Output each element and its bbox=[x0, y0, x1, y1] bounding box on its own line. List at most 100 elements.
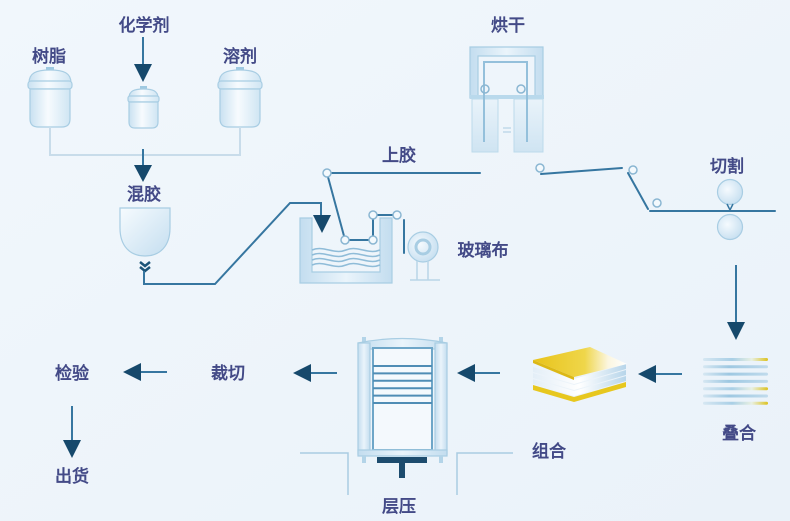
glue-wave bbox=[311, 257, 381, 263]
glue-feed-arrow-head bbox=[313, 215, 331, 233]
label-trimming: 裁切 bbox=[211, 363, 245, 384]
press-ram-stem bbox=[399, 463, 405, 478]
tank-dome bbox=[218, 69, 262, 84]
cutter-blade bbox=[726, 203, 734, 212]
glue-wave bbox=[311, 252, 381, 258]
guide-roller bbox=[628, 165, 638, 175]
label-drying: 烘干 bbox=[491, 15, 525, 36]
cloth-roll-core bbox=[414, 238, 432, 256]
label-gluing: 上胶 bbox=[382, 145, 416, 166]
book-sheet bbox=[533, 376, 626, 396]
tank-band bbox=[27, 80, 73, 90]
web-drop bbox=[627, 172, 649, 210]
guide-roller bbox=[392, 210, 402, 220]
glass-cloth-roll bbox=[407, 231, 440, 281]
mixing-vessel bbox=[119, 207, 171, 257]
press-ram-plate bbox=[377, 457, 427, 463]
tank-nozzle bbox=[140, 86, 147, 89]
solvent-tank bbox=[217, 67, 263, 128]
drying-oven bbox=[469, 46, 544, 153]
press-bottom-beam bbox=[357, 449, 448, 457]
tank-body bbox=[128, 101, 159, 129]
copper-foil-layer bbox=[703, 401, 768, 405]
arrow-head bbox=[134, 64, 152, 82]
arrow-head bbox=[63, 440, 81, 458]
arrow-lamination-to-trimming bbox=[293, 364, 337, 382]
prepreg-layer bbox=[703, 394, 768, 398]
tank-connector-pipe bbox=[49, 127, 241, 156]
resin-tank bbox=[27, 67, 73, 128]
arrow-head bbox=[293, 364, 311, 382]
cloth-roll-outer bbox=[407, 231, 439, 263]
glue-wave bbox=[311, 262, 381, 268]
book-top-edge bbox=[533, 360, 574, 380]
arrow-assembly-to-lamination bbox=[457, 364, 500, 382]
guide-roller bbox=[340, 235, 350, 245]
arrow-head bbox=[134, 165, 152, 182]
book-bottom-copper bbox=[533, 382, 626, 402]
arrow-head bbox=[123, 363, 141, 381]
chemical-tank bbox=[127, 86, 160, 129]
book-top-copper bbox=[533, 347, 627, 377]
guide-roller bbox=[368, 235, 378, 245]
press-post-right bbox=[434, 342, 448, 455]
label-mixing: 混胶 bbox=[127, 184, 161, 205]
press-pit-right bbox=[456, 452, 513, 495]
arrow-head bbox=[727, 322, 745, 340]
prepreg-layer bbox=[703, 372, 768, 376]
glue-waves bbox=[311, 247, 381, 268]
label-lamination: 层压 bbox=[382, 497, 416, 517]
lamination-press bbox=[357, 337, 448, 478]
label-cutting: 切割 bbox=[710, 156, 744, 177]
press-knob bbox=[439, 337, 443, 343]
arrow-stacking-to-assembly bbox=[638, 365, 682, 383]
oven-chamber-right bbox=[513, 98, 544, 153]
glue-feed-pipe bbox=[143, 202, 322, 285]
label-inspection: 检验 bbox=[55, 363, 90, 384]
arrow-chemical-to-tank bbox=[134, 37, 152, 82]
press-foot bbox=[362, 456, 366, 463]
label-shipping: 出货 bbox=[55, 466, 89, 487]
label-resin: 树脂 bbox=[32, 47, 66, 67]
glue-wave bbox=[311, 247, 381, 253]
guide-roller bbox=[535, 163, 545, 173]
prepreg-layer bbox=[703, 379, 768, 383]
label-stacking: 叠合 bbox=[722, 423, 757, 444]
copper-foil-layer bbox=[703, 358, 768, 361]
guide-roller bbox=[652, 198, 662, 208]
web-from-oven bbox=[540, 167, 623, 175]
copper-foil-layer bbox=[703, 387, 768, 391]
arrow-cutting-to-stacking bbox=[727, 265, 745, 340]
book-sheet bbox=[533, 370, 626, 390]
tank-nozzle bbox=[236, 67, 244, 71]
book-sheet bbox=[533, 364, 626, 384]
press-post-left bbox=[357, 342, 371, 455]
oven-roller bbox=[480, 84, 490, 94]
glue-tank bbox=[299, 217, 393, 284]
press-foot bbox=[439, 456, 443, 463]
label-chemical: 化学剂 bbox=[119, 15, 170, 36]
press-pit-left bbox=[300, 452, 349, 495]
arrow-head bbox=[638, 365, 656, 383]
label-assembly: 组合 bbox=[532, 441, 567, 462]
tank-body bbox=[219, 88, 261, 128]
tank-body bbox=[29, 88, 71, 128]
tank-dome bbox=[28, 69, 72, 84]
oven-roller bbox=[516, 84, 526, 94]
oven-web-path bbox=[483, 61, 528, 142]
tank-band bbox=[127, 95, 160, 103]
arrow-head bbox=[457, 364, 475, 382]
guide-roller bbox=[322, 168, 332, 178]
guide-roller bbox=[368, 210, 378, 220]
oven-divider bbox=[470, 95, 544, 99]
cutter-roller-top bbox=[716, 178, 744, 206]
arrow-inspection-to-shipping bbox=[63, 406, 81, 458]
press-knob bbox=[362, 337, 366, 343]
label-solvent: 溶剂 bbox=[223, 46, 257, 67]
stacked-prepreg-sheets bbox=[703, 358, 768, 405]
tank-nozzle bbox=[46, 67, 54, 71]
label-glass-cloth: 玻璃布 bbox=[458, 240, 509, 261]
cutter-roller-bottom bbox=[716, 213, 744, 241]
web-into-glue bbox=[327, 176, 345, 237]
